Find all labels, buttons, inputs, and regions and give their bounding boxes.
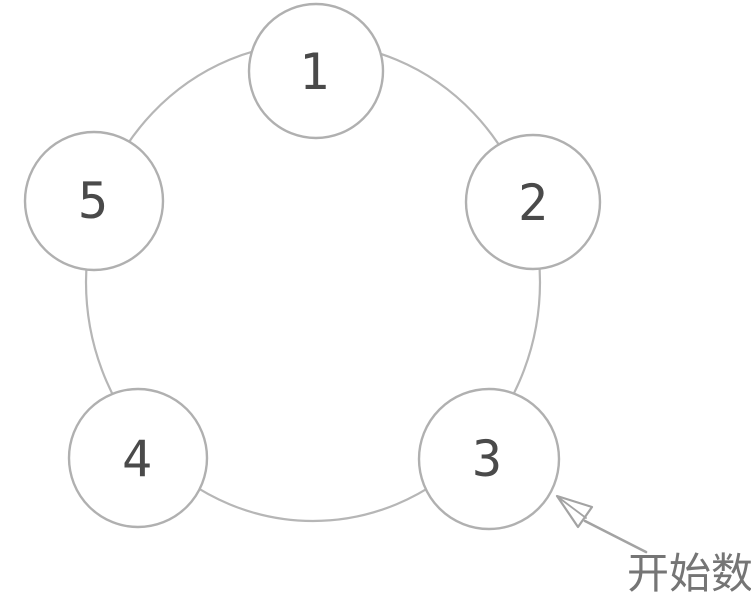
node-circle-3 (417, 387, 561, 531)
node-label-5: 5 (77, 172, 109, 230)
arrow-head-fold (557, 496, 587, 519)
node-label-2: 2 (517, 174, 549, 232)
node-circle-1 (247, 2, 385, 140)
node-label-1: 1 (298, 43, 330, 101)
arrow-shaft (583, 519, 648, 554)
start-counting-label: 开始数 (627, 549, 751, 598)
node-circle-5 (23, 130, 165, 272)
node-label-4: 4 (121, 430, 153, 488)
arrow-icon (555, 494, 648, 554)
node-circle-4 (67, 387, 209, 529)
node-label-3: 3 (471, 430, 503, 488)
node-circle-2 (464, 133, 602, 271)
